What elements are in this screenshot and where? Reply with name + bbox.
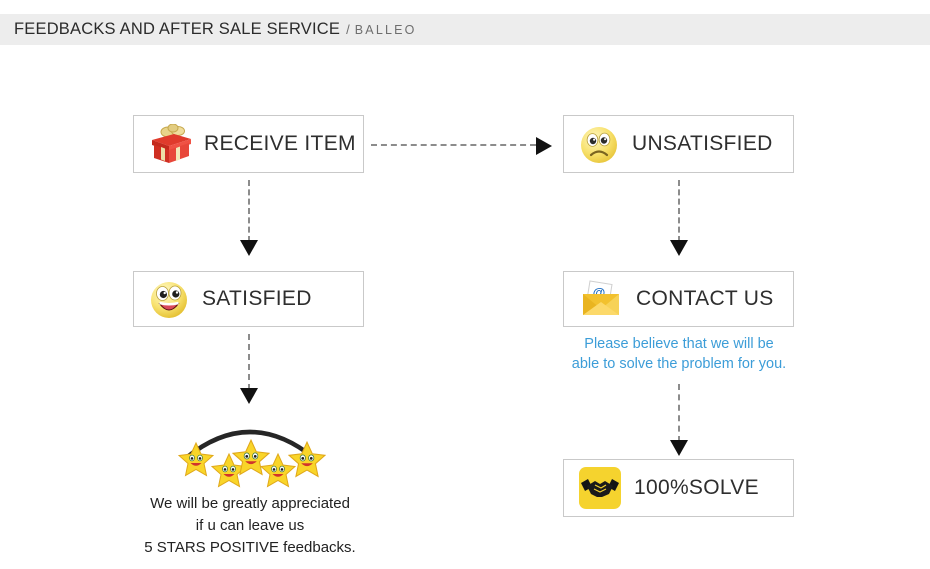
smiling-star-icon <box>288 440 326 478</box>
footer-note-line-2: if u can leave us <box>195 517 305 534</box>
arrowhead-down-unsatisfied-to-contact <box>670 240 688 256</box>
connector-unsatisfied-to-contact <box>678 180 680 242</box>
rating-arc <box>183 429 317 461</box>
node-receive-item[interactable]: RECEIVE ITEM <box>133 115 364 173</box>
node-label: UNSATISFIED <box>632 132 773 155</box>
contact-reassurance-note: Please believe that we will be able to s… <box>543 334 815 374</box>
feedback-request-note: We will be greatly appreciated if u can … <box>110 493 390 559</box>
arrowhead-down-contact-to-solve <box>670 440 688 456</box>
node-100-percent-solve[interactable]: 100%SOLVE <box>563 459 794 517</box>
contact-note-line-1: Please believe that we will be <box>584 336 774 352</box>
gift-box-icon <box>148 124 192 164</box>
connector-satisfied-to-stars <box>248 334 250 390</box>
footer-note-line-3: 5 STARS POSITIVE feedbacks. <box>144 539 356 556</box>
happy-face-icon <box>148 278 190 320</box>
sad-face-icon <box>578 123 620 165</box>
node-contact-us[interactable]: @ CONTACT US <box>563 271 794 327</box>
handshake-icon <box>578 466 622 510</box>
node-label: CONTACT US <box>636 287 774 310</box>
arrowhead-right-receive-to-unsatisfied <box>536 137 552 155</box>
node-label: 100%SOLVE <box>634 476 759 499</box>
footer-note-line-1: We will be greatly appreciated <box>150 495 350 512</box>
node-label: RECEIVE ITEM <box>204 132 356 155</box>
five-star-rating-graphic <box>170 408 330 488</box>
node-unsatisfied[interactable]: UNSATISFIED <box>563 115 794 173</box>
connector-contact-to-solve <box>678 384 680 442</box>
arrowhead-down-satisfied-to-stars <box>240 388 258 404</box>
contact-note-line-2: able to solve the problem for you. <box>571 356 787 372</box>
connector-receive-to-satisfied <box>248 180 250 242</box>
connector-receive-to-unsatisfied <box>371 144 536 146</box>
page-title: FEEDBACKS AND AFTER SALE SERVICE <box>14 20 341 38</box>
node-satisfied[interactable]: SATISFIED <box>133 271 364 327</box>
smiling-star-icon <box>260 452 296 488</box>
header-separator: / <box>346 22 350 37</box>
smiling-star-icon <box>178 441 214 477</box>
brand-name: BALLEO <box>354 22 417 37</box>
email-envelope-icon: @ <box>578 278 624 320</box>
smiling-star-icon <box>232 438 270 476</box>
arrowhead-down-receive-to-satisfied <box>240 240 258 256</box>
page-header-bar: FEEDBACKS AND AFTER SALE SERVICE / BALLE… <box>0 14 930 45</box>
node-label: SATISFIED <box>202 287 312 310</box>
